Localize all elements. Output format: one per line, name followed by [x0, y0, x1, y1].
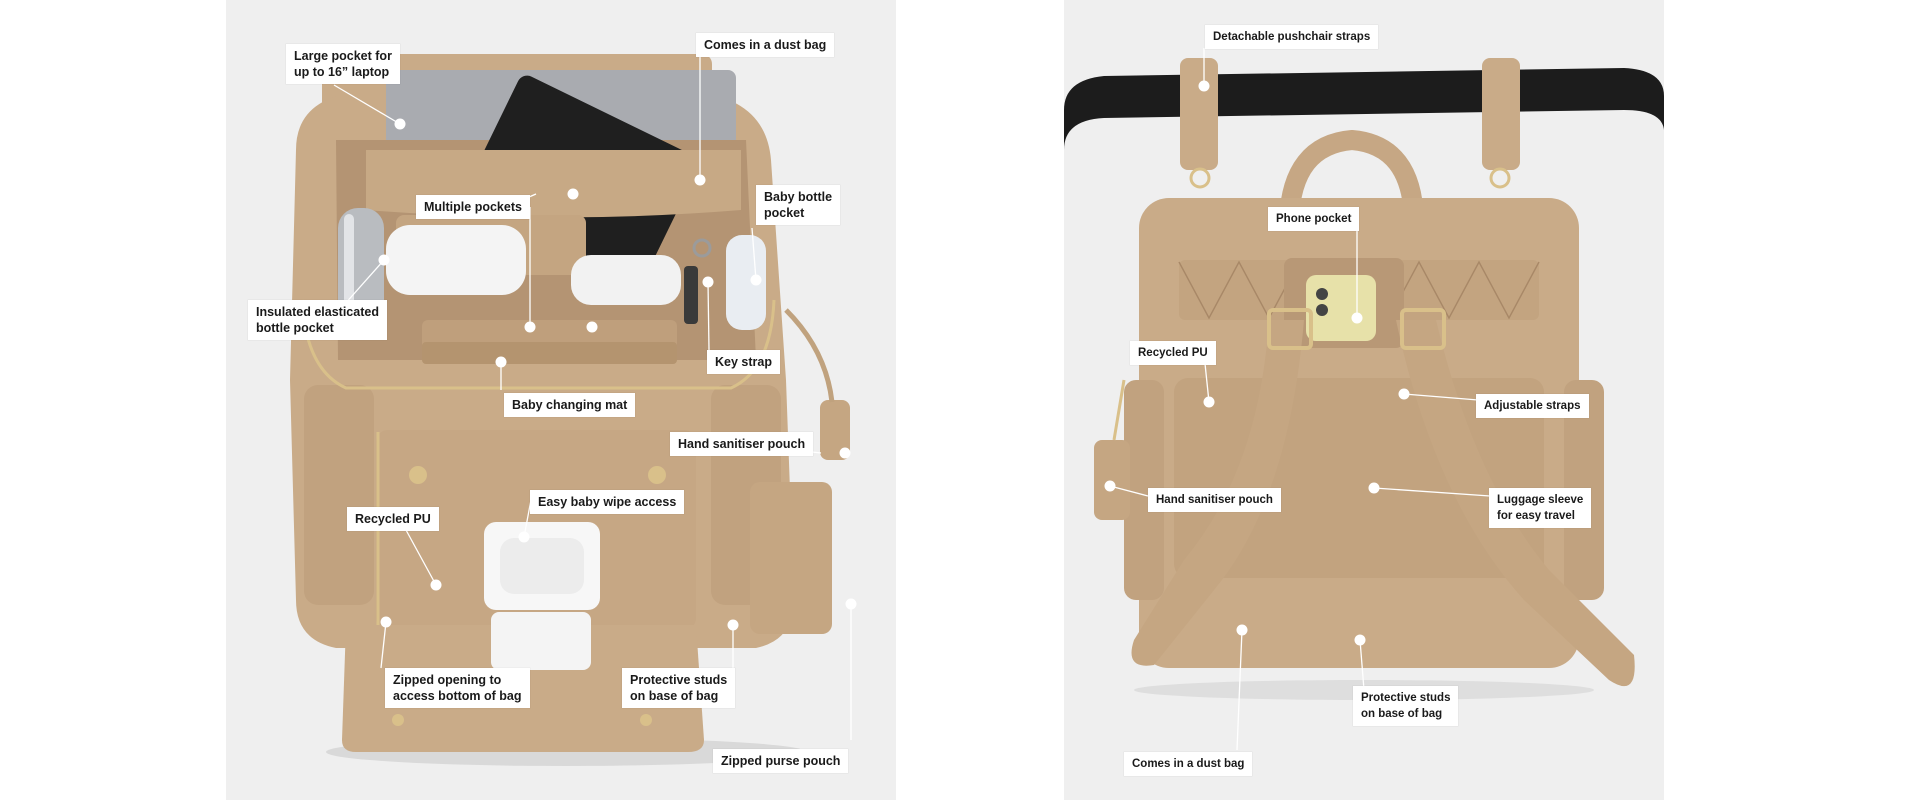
dot-baby-bottle	[750, 274, 762, 286]
dot-purse	[845, 598, 857, 610]
purse-pouch	[750, 482, 832, 634]
diaper-stack	[386, 225, 526, 295]
dot-pockets-b	[586, 321, 598, 333]
callout-zipped-opening: Zipped opening to access bottom of bag	[385, 668, 530, 708]
callout-dust-bag-back: Comes in a dust bag	[1124, 752, 1253, 776]
dot-sanitiser-back	[1104, 480, 1116, 492]
callout-protective-studs-front: Protective studs on base of bag	[622, 668, 736, 708]
dot-zipped-opening	[380, 616, 392, 628]
callout-recycled-pu-front: Recycled PU	[347, 507, 439, 531]
callout-laptop-pocket: Large pocket for up to 16” laptop	[286, 44, 400, 84]
callout-multiple-pockets: Multiple pockets	[416, 195, 530, 219]
dot-pushchair-straps	[1198, 80, 1210, 92]
dot-key-strap	[702, 276, 714, 288]
pushchair-strap-right	[1482, 58, 1520, 170]
callout-phone-pocket: Phone pocket	[1268, 207, 1360, 231]
back-sanitiser-pouch	[1094, 440, 1130, 520]
callout-key-strap: Key strap	[707, 350, 780, 374]
shoulder-strap-left	[1131, 320, 1304, 666]
dot-recycled-pu	[430, 579, 442, 591]
dot-tablet-pocket	[567, 188, 579, 200]
dot-studs-back	[1354, 634, 1366, 646]
shoulder-strap-right	[1396, 320, 1635, 687]
front-view-panel: Large pocket for up to 16” laptop Comes …	[226, 0, 896, 800]
dot-pockets-a	[524, 321, 536, 333]
dot-phone-pocket	[1351, 312, 1363, 324]
callout-detachable-pushchair-straps: Detachable pushchair straps	[1205, 25, 1379, 49]
dot-changing-mat	[495, 356, 507, 368]
dot-sanitiser	[839, 447, 851, 459]
dot-adjustable-straps	[1398, 388, 1410, 400]
callout-hand-sanitiser-pouch-back: Hand sanitiser pouch	[1148, 488, 1281, 512]
dot-dust-bag	[694, 174, 706, 186]
dot-insulated	[378, 254, 390, 266]
dot-luggage-sleeve	[1368, 482, 1380, 494]
back-view-panel: Detachable pushchair straps Phone pocket…	[1064, 0, 1664, 800]
callout-luggage-sleeve: Luggage sleeve for easy travel	[1489, 488, 1592, 528]
dot-wipe	[518, 531, 530, 543]
baby-bottle	[726, 235, 766, 330]
callout-protective-studs-back: Protective studs on base of bag	[1353, 686, 1459, 726]
callout-hand-sanitiser-pouch: Hand sanitiser pouch	[670, 432, 814, 456]
sanitiser-pouch	[820, 400, 850, 460]
callout-dust-bag: Comes in a dust bag	[696, 33, 835, 57]
callout-baby-bottle-pocket: Baby bottle pocket	[756, 185, 841, 225]
car-key	[684, 266, 698, 324]
callout-recycled-pu-back: Recycled PU	[1130, 341, 1216, 365]
dot-dust-bag-back	[1236, 624, 1248, 636]
dot-laptop	[394, 118, 406, 130]
callout-insulated-bottle-pocket: Insulated elasticated bottle pocket	[248, 300, 387, 340]
callout-zipped-purse-pouch: Zipped purse pouch	[713, 749, 849, 773]
callout-adjustable-straps: Adjustable straps	[1476, 394, 1589, 418]
dot-studs	[727, 619, 739, 631]
callout-easy-baby-wipe-access: Easy baby wipe access	[530, 490, 685, 514]
callout-baby-changing-mat: Baby changing mat	[504, 393, 636, 417]
pushchair-strap-left	[1180, 58, 1218, 170]
dot-recycled-pu-back	[1203, 396, 1215, 408]
